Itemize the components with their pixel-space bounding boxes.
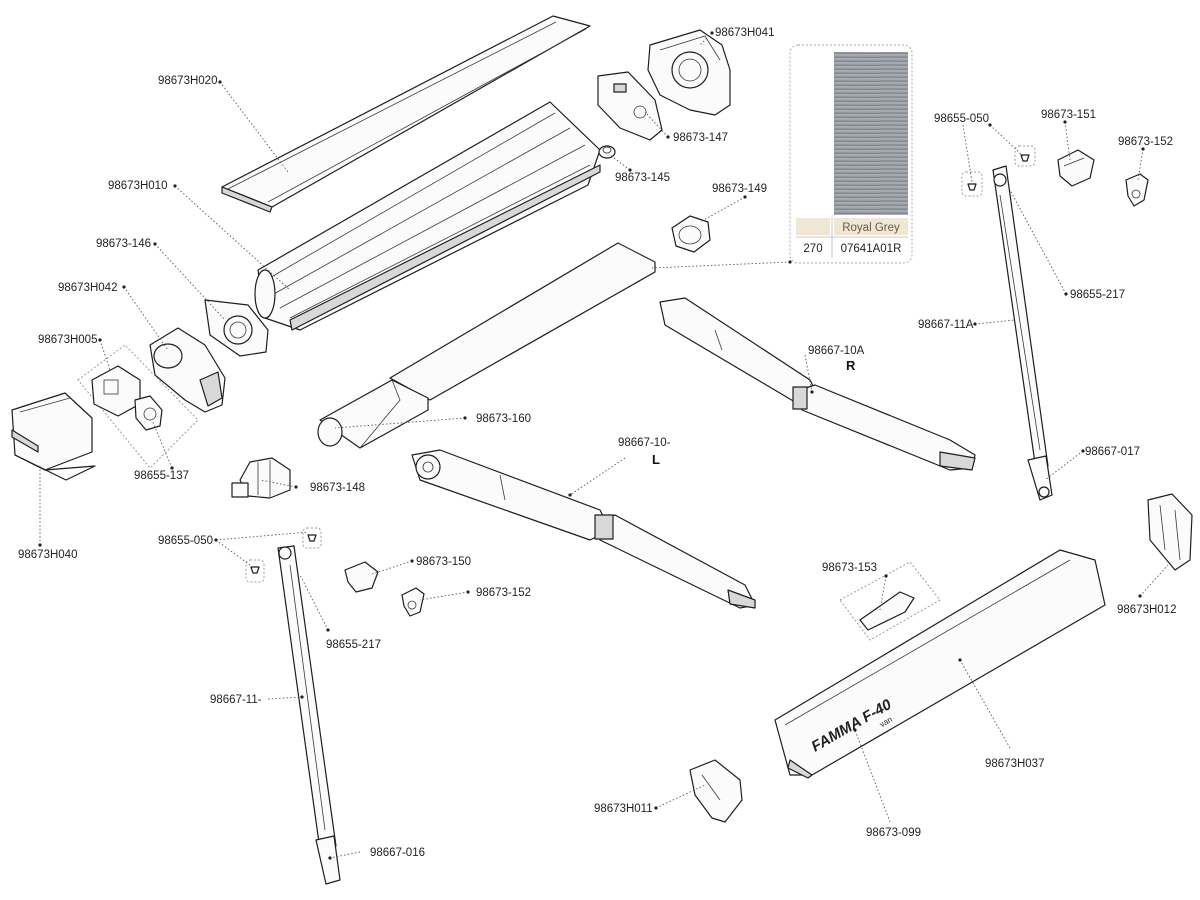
label-98667-017: 98667-017 [1085, 446, 1140, 458]
label-98673-149: 98673-149 [712, 183, 767, 195]
label-98673-153: 98673-153 [822, 562, 877, 574]
label-98655-050-right: 98655-050 [934, 113, 989, 125]
screw-group-left [245, 527, 322, 583]
label-98673h037: 98673H037 [985, 758, 1044, 770]
label-98667-11: 98667-11- [210, 694, 262, 706]
roller-tube-160 [317, 379, 429, 449]
left-upper-arm-11 [277, 545, 341, 885]
label-98673-152-right: 98673-152 [1118, 136, 1173, 148]
label-98673h010: 98673H010 [108, 180, 167, 192]
label-right-side-mark: R [846, 358, 856, 373]
label-98673-150: 98673-150 [416, 556, 471, 568]
right-arm-10a [659, 297, 976, 471]
label-98655-217-left: 98655-217 [326, 639, 381, 651]
clip-152-right [1125, 173, 1149, 207]
roller-plug-148 [231, 457, 291, 499]
label-98673-147: 98673-147 [673, 132, 728, 144]
label-98667-11a: 98667-11A [918, 319, 974, 331]
end-cap-h011 [689, 759, 743, 823]
bracket-150 [344, 561, 379, 593]
screw-group-right [961, 145, 1036, 197]
label-98667-016: 98667-016 [370, 847, 425, 859]
label-98673-151: 98673-151 [1041, 109, 1096, 121]
label-98673h020: 98673H020 [158, 75, 217, 87]
label-98673h005: 98673H005 [38, 334, 97, 346]
fabric-color-sample [834, 52, 908, 215]
end-cap-h012 [1147, 493, 1193, 571]
label-98655-217-right: 98655-217 [1070, 289, 1125, 301]
bushing-145 [598, 145, 616, 159]
swatch-length: 270 [803, 243, 822, 255]
fabric-swatch-card: Royal Grey 270 07641A01R [789, 44, 913, 264]
label-98673h012: 98673H012 [1117, 604, 1176, 616]
label-98673h040: 98673H040 [18, 549, 77, 561]
spring-assembly-group [77, 344, 199, 469]
label-98673-099: 98673-099 [866, 827, 921, 839]
swatch-code: 07641A01R [841, 243, 902, 255]
leader-lines [38, 31, 1169, 860]
end-cap-housing-h041 [647, 29, 731, 116]
main-profile-housing [254, 101, 601, 331]
label-98673-145: 98673-145 [615, 172, 670, 184]
label-98673h011: 98673H011 [594, 803, 653, 815]
label-98673-160: 98673-160 [476, 413, 531, 425]
roller-plug-149 [671, 215, 711, 253]
side-plate-147 [597, 71, 663, 141]
clip-152-left [401, 587, 425, 617]
left-arm-10 [411, 449, 756, 609]
label-98673-146: 98673-146 [96, 238, 151, 250]
right-upper-arm-11a [992, 165, 1053, 501]
end-plate-146 [204, 299, 269, 357]
label-98667-10: 98667-10- [618, 437, 671, 449]
front-profile-h037 [774, 549, 1106, 779]
label-98655-137: 98655-137 [134, 470, 189, 482]
label-left-side-mark: L [652, 452, 660, 467]
swatch-color-name: Royal Grey [842, 222, 900, 234]
fabric-sheet [389, 242, 656, 401]
label-98673-148: 98673-148 [310, 482, 365, 494]
mounting-box-h040 [11, 392, 96, 481]
label-98673-152-left: 98673-152 [476, 587, 531, 599]
label-98655-050-left: 98655-050 [158, 535, 213, 547]
part-labels: 98673H020 98673H041 98673-147 98673-145 … [18, 27, 1176, 859]
end-cap-h042 [149, 327, 226, 413]
bracket-151 [1057, 149, 1095, 187]
label-98673h042: 98673H042 [58, 282, 117, 294]
label-98673h041: 98673H041 [715, 27, 774, 39]
label-98667-10a: 98667-10A [808, 345, 865, 357]
